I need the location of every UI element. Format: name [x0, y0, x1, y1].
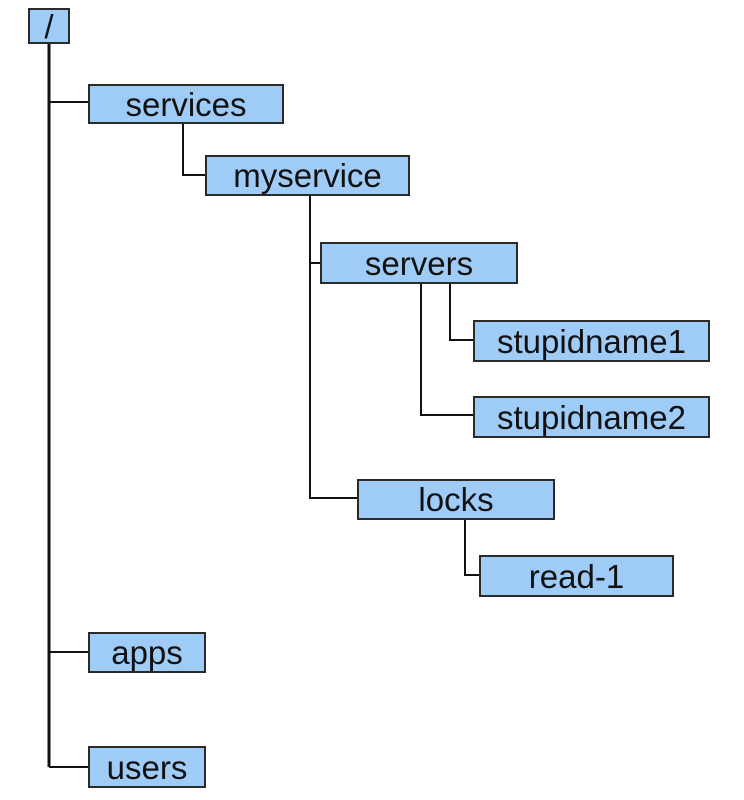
node-root: /	[28, 8, 70, 44]
node-locks: locks	[357, 479, 555, 520]
connector-servers-stupidname2	[420, 282, 474, 416]
connector-services-myservice	[182, 122, 207, 176]
node-services: services	[88, 84, 284, 124]
node-myservice: myservice	[205, 155, 410, 196]
node-apps: apps	[88, 632, 206, 673]
node-servers: servers	[320, 242, 518, 284]
connector-locks-read1	[464, 519, 480, 576]
node-stupidname1: stupidname1	[473, 320, 710, 362]
node-stupidname2: stupidname2	[473, 396, 710, 438]
connector-myservice-servers	[309, 195, 320, 264]
node-users: users	[88, 746, 206, 788]
node-read-1: read-1	[479, 555, 674, 597]
connector-servers-stupidname1	[449, 282, 474, 341]
connector-myservice-locks	[309, 263, 358, 499]
